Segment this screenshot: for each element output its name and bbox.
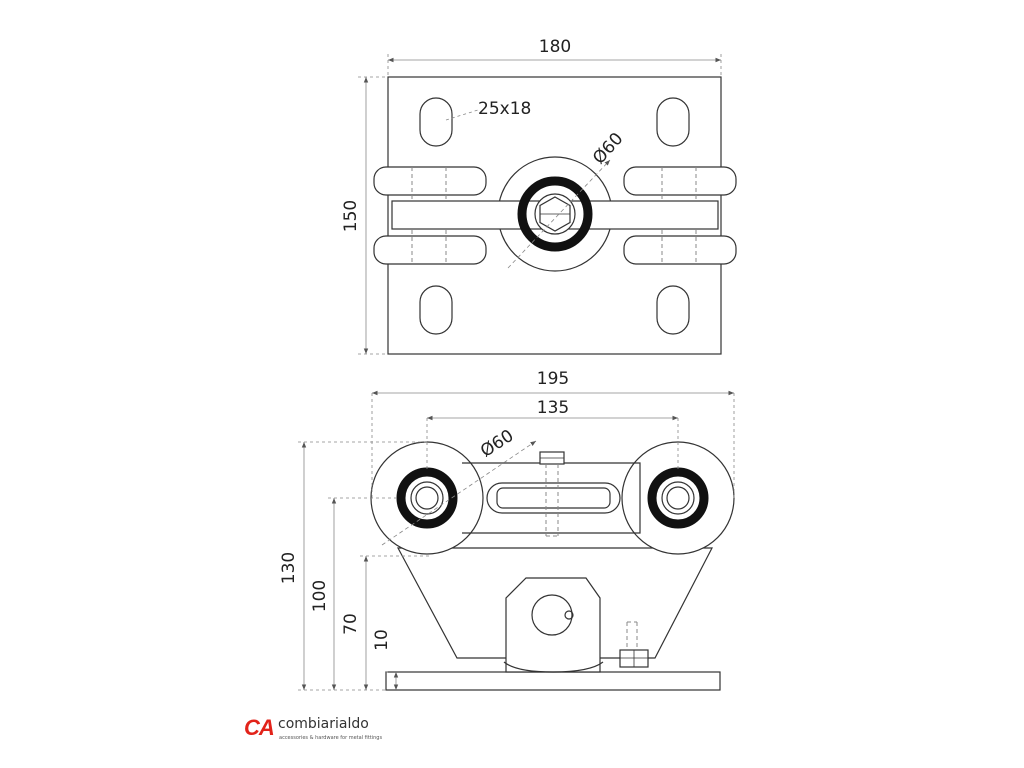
bracket-hole (531, 594, 573, 636)
dim-front-height-130: 130 (279, 552, 299, 584)
wheel-top-right-upper (623, 166, 737, 196)
dim-top-height: 150 (341, 200, 361, 232)
wheel-top-left-upper (373, 166, 487, 196)
dim-front-wheel-spacing: 135 (537, 398, 569, 418)
brand-name: combiarialdo (278, 716, 369, 732)
dim-front-height-10: 10 (372, 629, 392, 651)
brand-mark: CA (244, 715, 275, 740)
slot-top-right (656, 97, 690, 147)
dim-top-slot: 25x18 (478, 99, 531, 119)
wheel-top-right-lower (623, 235, 737, 265)
brand-logo: CA combiarialdo accessories & hardware f… (244, 713, 444, 743)
front-view (370, 441, 735, 691)
dim-front-height-70: 70 (341, 613, 361, 635)
top-view-dimensions (358, 54, 722, 355)
slot-top-left (419, 97, 453, 147)
wheel-top-left-lower (373, 235, 487, 265)
left-bearing (396, 467, 458, 529)
top-view (373, 76, 737, 355)
dim-front-height-100: 100 (310, 580, 330, 612)
dim-front-overall-width: 195 (537, 369, 569, 389)
base-plate (385, 671, 721, 691)
slot-bottom-right (656, 285, 690, 335)
link-slot (486, 482, 621, 514)
dim-front-wheel-diameter: Ø60 (477, 426, 517, 462)
right-bearing (647, 467, 709, 529)
slot-bottom-left (419, 285, 453, 335)
center-bearing-top (517, 176, 593, 252)
front-view-dimensions (298, 390, 735, 691)
dim-top-width: 180 (539, 37, 571, 57)
brand-tagline: accessories & hardware for metal fitting… (279, 735, 383, 741)
